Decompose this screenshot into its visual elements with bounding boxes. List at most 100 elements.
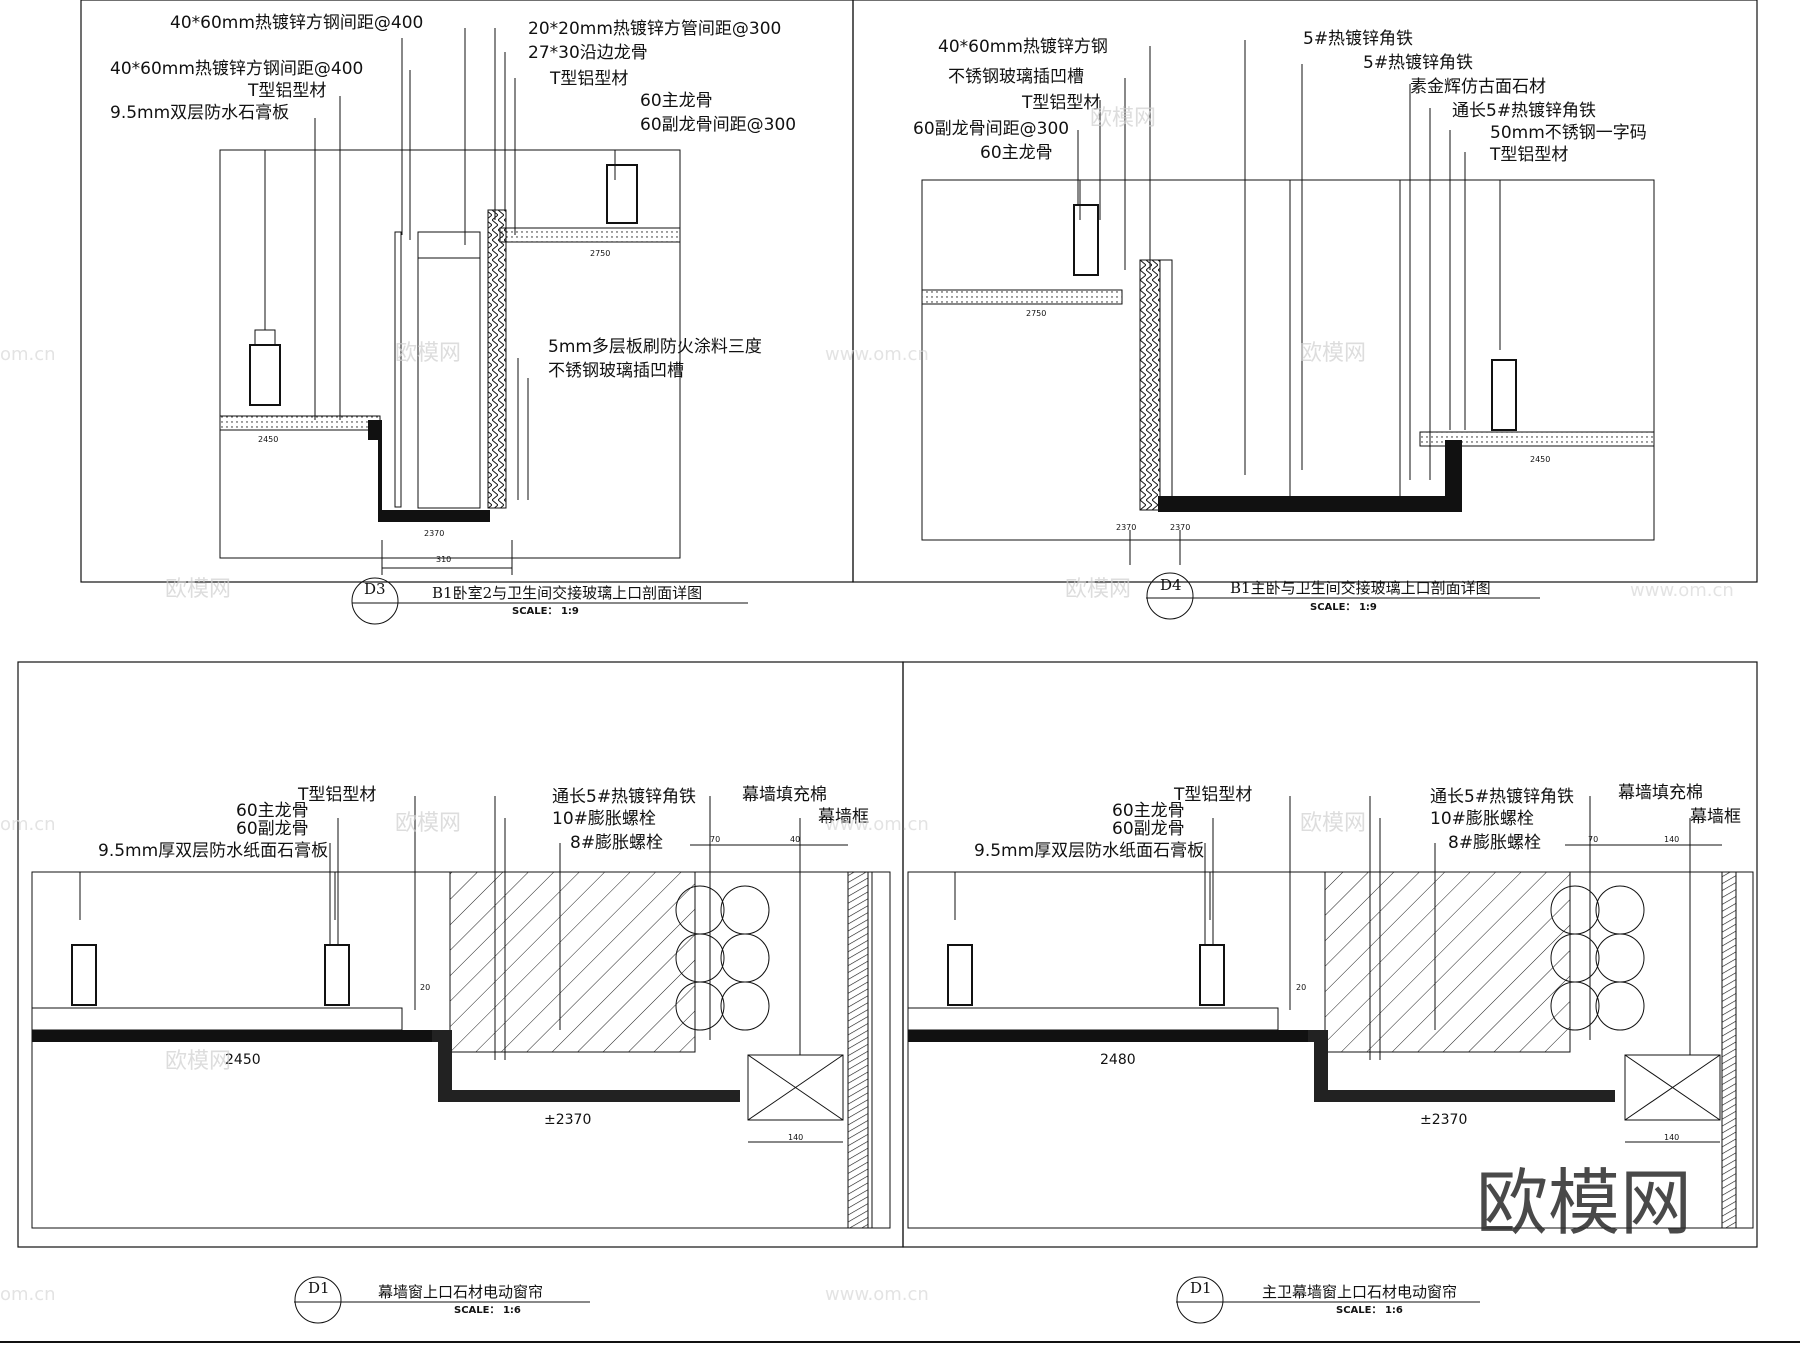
d1a-label-6: 10#膨胀螺栓 bbox=[552, 809, 656, 829]
d1a-insulation bbox=[675, 885, 770, 1031]
d1b-label-3: 60副龙骨 bbox=[1112, 819, 1185, 839]
d3-dim-4: 310 bbox=[436, 555, 451, 564]
d3-label-2: 40*60mm热镀锌方钢间距@400 bbox=[110, 59, 363, 79]
d1b-concrete bbox=[1324, 871, 1571, 1053]
d4-label-7: 5#热镀锌角铁 bbox=[1363, 53, 1473, 73]
d1b-label-5: 通长5#热镀锌角铁 bbox=[1430, 787, 1574, 807]
d1a-curtain-box bbox=[747, 1054, 844, 1121]
d3-label-9: 60副龙骨间距@300 bbox=[640, 115, 796, 135]
d3-label-6: 27*30沿边龙骨 bbox=[528, 43, 648, 63]
watermark-cn: 欧模网 bbox=[1065, 577, 1131, 602]
d1b-tag: D1 bbox=[1190, 1279, 1212, 1297]
watermark-cn: 欧模网 bbox=[1300, 811, 1366, 836]
d3-label-11: 不锈钢玻璃插凹槽 bbox=[548, 361, 684, 381]
d1a-label-8: 幕墙填充棉 bbox=[742, 785, 827, 805]
d4-label-5: 60主龙骨 bbox=[980, 143, 1053, 163]
d1b-curtain-box bbox=[1624, 1054, 1721, 1121]
d1b-dim-3: 70 bbox=[1588, 835, 1598, 844]
d3-main-joist-left bbox=[249, 344, 281, 406]
d1a-wall-edge bbox=[871, 871, 891, 1229]
d1a-dim-2: ±2370 bbox=[544, 1112, 591, 1128]
d4-dim-1: 2750 bbox=[1026, 309, 1046, 318]
d3-tag-circle bbox=[351, 577, 399, 625]
d3-dim-3: 2750 bbox=[590, 249, 610, 258]
panel-d3: 40*60mm热镀锌方钢间距@400 40*60mm热镀锌方钢间距@400 T型… bbox=[80, 0, 854, 625]
d1a-scale: SCALE： 1:6 bbox=[454, 1305, 521, 1316]
d1b-tag-circle bbox=[1176, 1276, 1224, 1324]
d4-slab-left bbox=[921, 289, 1123, 305]
d3-glass-head bbox=[417, 231, 481, 259]
d1a-label-4: 9.5mm厚双层防水纸面石膏板 bbox=[98, 840, 328, 861]
watermark-url: www.om.cn bbox=[825, 814, 929, 835]
d1a-dim-5: 140 bbox=[788, 1133, 803, 1142]
d4-label-1: 40*60mm热镀锌方钢 bbox=[938, 37, 1108, 57]
d4-dim-2: 2370 bbox=[1116, 523, 1136, 532]
d1b-wall-frame bbox=[1721, 871, 1737, 1229]
d3-label-4: 9.5mm双层防水石膏板 bbox=[110, 102, 289, 123]
watermark-url: www.om.cn bbox=[1630, 580, 1734, 601]
d1b-ceiling-board bbox=[907, 1007, 1279, 1031]
d3-upper-slab bbox=[499, 227, 681, 243]
watermark-cn: 欧模网 bbox=[1090, 106, 1156, 131]
d1b-dim-4: 140 bbox=[1664, 835, 1679, 844]
watermark-url: om.cn bbox=[0, 1284, 56, 1305]
d1b-frame bbox=[902, 661, 1758, 1248]
d4-label-6: 5#热镀锌角铁 bbox=[1303, 29, 1413, 49]
d3-label-1: 40*60mm热镀锌方钢间距@400 bbox=[170, 13, 423, 33]
watermark-cn: 欧模网 bbox=[395, 811, 461, 836]
d4-plywood bbox=[1139, 259, 1161, 511]
d1b-label-8: 幕墙填充棉 bbox=[1618, 783, 1703, 803]
d1b-dim-2: ±2370 bbox=[1420, 1112, 1467, 1128]
d1a-tag-circle bbox=[294, 1276, 342, 1324]
d3-stone-profile bbox=[368, 420, 490, 522]
watermark-url: om.cn bbox=[0, 814, 56, 835]
d1a-stone-band bbox=[32, 1030, 432, 1042]
d1a-joist-1 bbox=[71, 944, 97, 1006]
d4-inner-box bbox=[1289, 179, 1401, 501]
d4-main-joist-right bbox=[1491, 359, 1517, 431]
d1a-joist-2 bbox=[324, 944, 350, 1006]
d1b-label-2: 60主龙骨 bbox=[1112, 801, 1185, 821]
d3-tag: D3 bbox=[364, 580, 386, 598]
d4-label-10: 50mm不锈钢一字码 bbox=[1490, 123, 1647, 143]
d4-frame bbox=[852, 0, 1758, 583]
d4-section-box bbox=[921, 179, 1655, 541]
d1a-dim-4: 40 bbox=[790, 835, 800, 844]
d3-label-8: 60主龙骨 bbox=[640, 91, 713, 111]
d4-scale: SCALE： 1:9 bbox=[1310, 602, 1377, 613]
d4-tag-circle bbox=[1146, 572, 1194, 620]
d1a-concrete bbox=[449, 871, 696, 1053]
watermark-logo: 欧模网 bbox=[1476, 1161, 1692, 1245]
d3-frame bbox=[80, 0, 854, 583]
d1a-label-7: 8#膨胀螺栓 bbox=[570, 833, 663, 853]
watermark-cn: 欧模网 bbox=[165, 577, 231, 602]
d3-glass-a bbox=[394, 231, 402, 508]
d3-glass-b bbox=[417, 257, 481, 509]
d1b-label-1: T型铝型材 bbox=[1173, 785, 1252, 805]
d1a-dim-1: 2450 bbox=[225, 1052, 261, 1068]
watermark-url: www.om.cn bbox=[825, 1284, 929, 1305]
d3-dim-1: 2450 bbox=[258, 435, 278, 444]
d1a-stone-return bbox=[432, 1030, 740, 1102]
d1b-label-6: 10#膨胀螺栓 bbox=[1430, 809, 1534, 829]
watermarks: 欧模网 欧模网 欧模网 欧模网 欧模网 欧模网 欧模网 欧模网 www.om.c… bbox=[0, 106, 1734, 1305]
d4-title: B1主卧与卫生间交接玻璃上口剖面详图 bbox=[1230, 579, 1491, 597]
d3-title: B1卧室2与卫生间交接玻璃上口剖面详图 bbox=[432, 584, 702, 602]
d1b-insulation bbox=[1550, 885, 1645, 1031]
d1a-ceiling-board bbox=[31, 1007, 403, 1031]
d4-dim-4: 2450 bbox=[1530, 455, 1550, 464]
d1a-curtain-x bbox=[747, 1054, 844, 1121]
d4-stone-profile bbox=[1158, 440, 1462, 512]
d1b-dim-6: 20 bbox=[1296, 983, 1306, 992]
d3-label-5: 20*20mm热镀锌方管间距@300 bbox=[528, 19, 781, 39]
d1a-tag: D1 bbox=[308, 1279, 330, 1297]
watermark-url: www.om.cn bbox=[825, 344, 929, 365]
d1b-label-9: 幕墙框 bbox=[1690, 807, 1741, 827]
d4-label-9: 通长5#热镀锌角铁 bbox=[1452, 101, 1596, 121]
d1b-label-4: 9.5mm厚双层防水纸面石膏板 bbox=[974, 840, 1204, 861]
watermark-url: om.cn bbox=[0, 344, 56, 365]
watermark-cn: 欧模网 bbox=[395, 341, 461, 366]
d4-label-8: 素金辉仿古面石材 bbox=[1410, 77, 1546, 97]
d1b-curtain-x bbox=[1624, 1054, 1721, 1121]
